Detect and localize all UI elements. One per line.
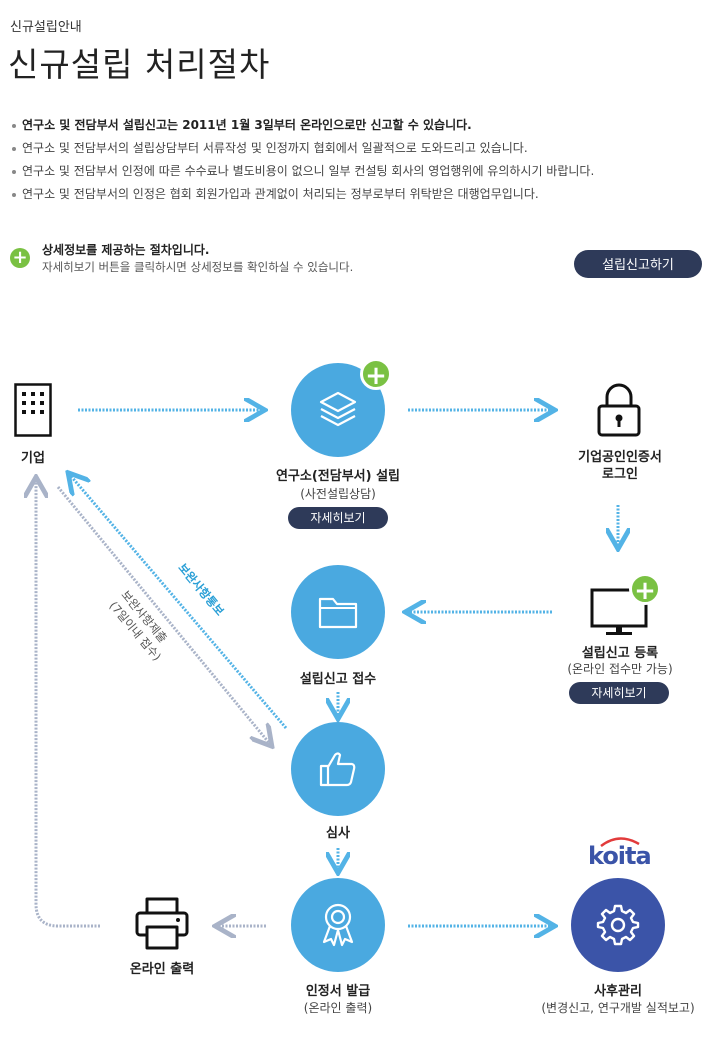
aftercare-step [571, 878, 665, 972]
report-register-sublabel: (온라인 접수만 가능) [567, 662, 673, 676]
lab-setup-detail-button[interactable]: 자세히보기 [288, 507, 388, 529]
report-register-plus-button[interactable]: + [629, 573, 661, 606]
gear-icon [596, 904, 640, 946]
notice-item: 연구소 및 전담부서 인정에 따른 수수료나 별도비용이 없으니 일부 컨설팅 … [10, 160, 594, 183]
aftercare-sublabel: (변경신고, 연구개발 실적보고) [541, 1001, 695, 1015]
lab-setup-plus-button[interactable]: + [360, 358, 392, 391]
printer-icon [135, 897, 189, 955]
cert-login-label-line2: 로그인 [602, 467, 638, 482]
plus-icon: + [10, 248, 30, 268]
report-register-detail-button[interactable]: 자세히보기 [569, 682, 669, 704]
print-label: 온라인 출력 [129, 962, 195, 977]
report-establishment-button[interactable]: 설립신고하기 [574, 250, 702, 278]
lock-icon [597, 383, 641, 441]
aftercare-label: 사후관리 [594, 984, 642, 999]
lab-setup-label: 연구소(전담부서) 설립 [275, 469, 401, 484]
issue-step [291, 878, 385, 972]
company-label: 기업 [21, 451, 45, 466]
lab-setup-sublabel: (사전설립상담) [300, 487, 376, 501]
review-label: 심사 [326, 826, 350, 841]
page-subtitle: 신규설립안내 [10, 20, 82, 35]
receipt-step [291, 565, 385, 659]
receipt-label: 설립신고 접수 [299, 672, 377, 687]
layers-icon [319, 391, 357, 427]
page-title: 신규설립 처리절차 [8, 45, 271, 84]
thumbs-up-icon [319, 752, 356, 787]
folder-icon [318, 597, 358, 629]
arrow-company-to-review [56, 486, 270, 744]
info-title: 상세정보를 제공하는 절차입니다. [42, 243, 210, 257]
koita-logo: koita [588, 842, 652, 870]
building-icon [14, 383, 52, 441]
notice-item: 연구소 및 전담부서의 인정은 협회 회원가입과 관계없이 처리되는 정부로부터… [10, 183, 594, 206]
arrow-review-to-company [70, 475, 288, 729]
notice-item: 연구소 및 전담부서의 설립상담부터 서류작성 및 인정까지 협회에서 일괄적으… [10, 137, 594, 160]
review-step [291, 722, 385, 816]
info-description: 자세히보기 버튼을 클릭하시면 상세정보를 확인하실 수 있습니다. [42, 260, 354, 274]
issue-label: 인정서 발급 [305, 984, 371, 999]
notice-list: 연구소 및 전담부서 설립신고는 2011년 1월 3일부터 온라인으로만 신고… [10, 114, 594, 206]
award-icon [322, 903, 354, 947]
report-register-label: 설립신고 등록 [581, 646, 659, 661]
arrow-print-to-company [36, 480, 100, 928]
cert-login-label-line1: 기업공인인증서 [578, 450, 662, 465]
notice-item: 연구소 및 전담부서 설립신고는 2011년 1월 3일부터 온라인으로만 신고… [10, 114, 594, 137]
issue-sublabel: (온라인 출력) [303, 1001, 373, 1015]
koita-logo-arc [600, 837, 640, 848]
